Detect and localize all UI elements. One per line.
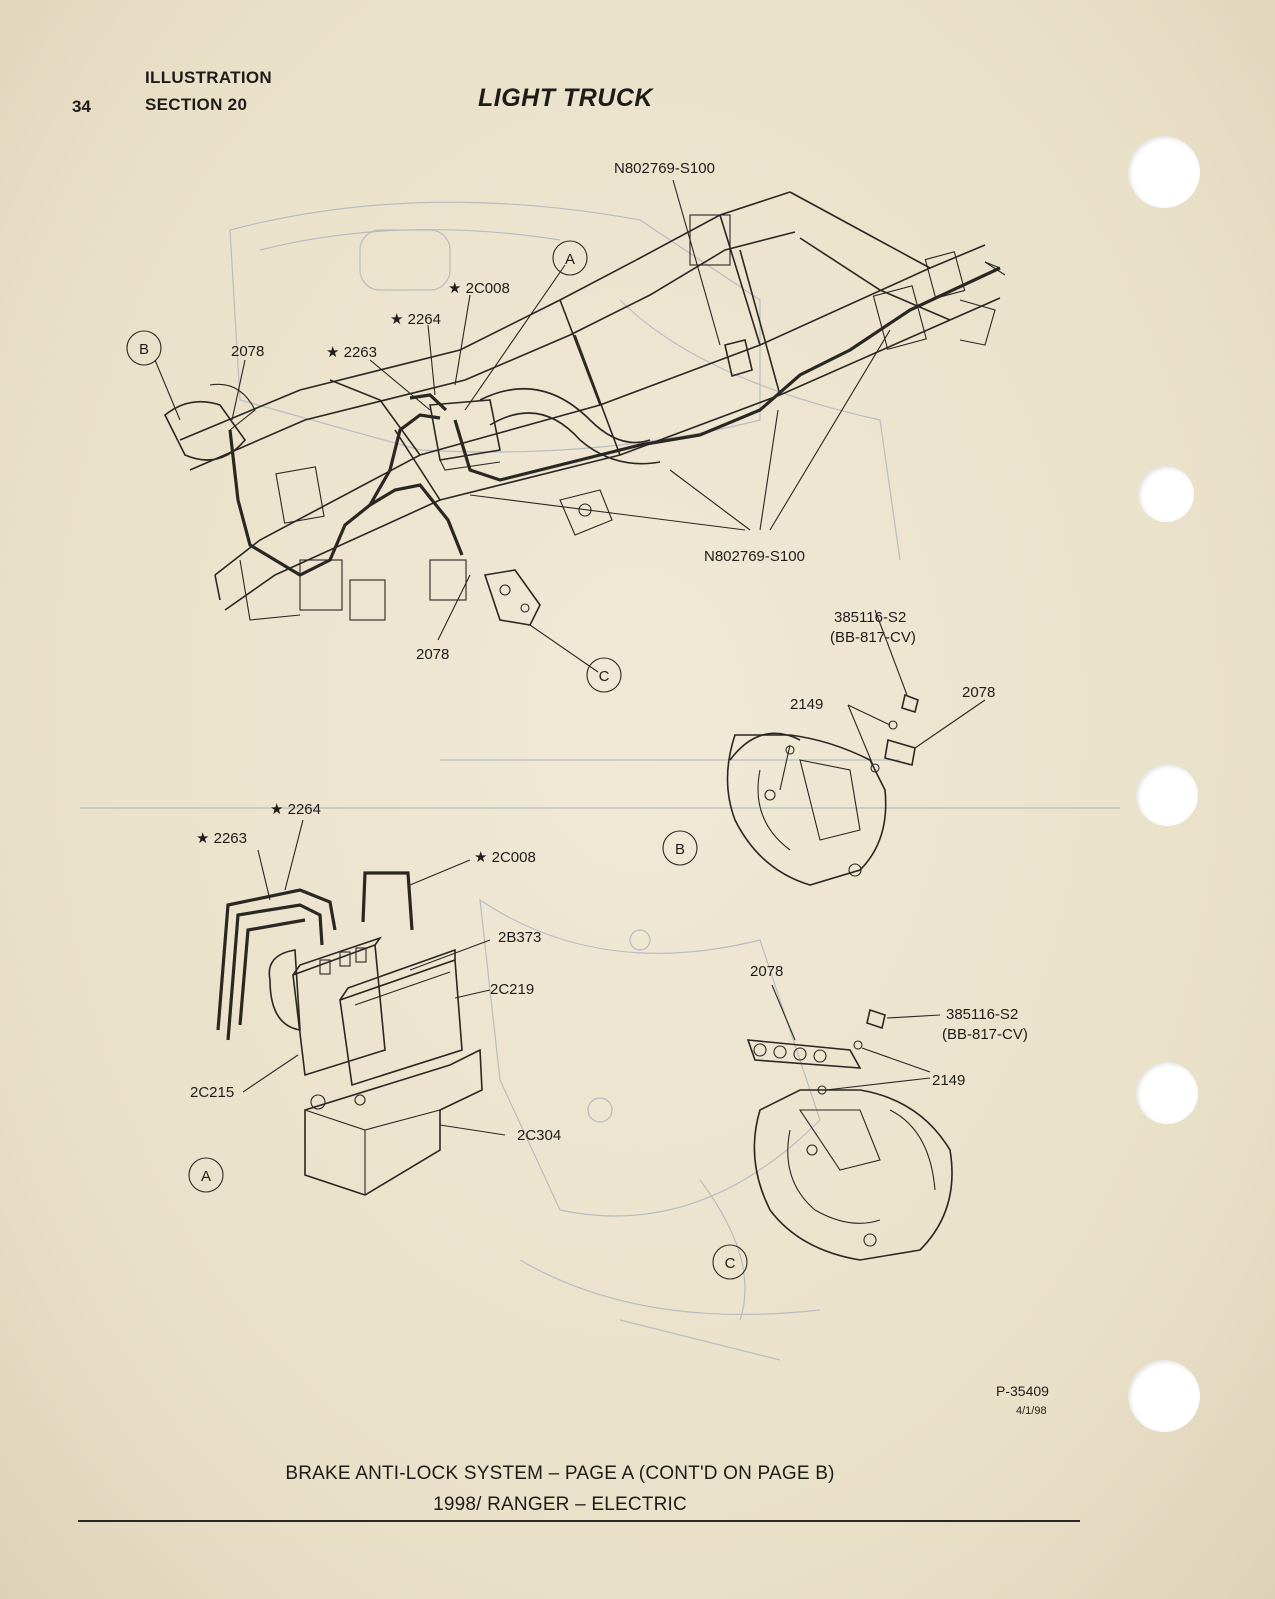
part-label-2264: ★ 2264: [390, 311, 441, 328]
part-label-2c008: ★ 2C008: [474, 849, 536, 866]
part-label-n802769-top: N802769-S100: [614, 160, 715, 177]
binder-hole: [1136, 1062, 1198, 1124]
binder-hole: [1136, 764, 1198, 826]
binder-hole: [1128, 1360, 1200, 1432]
figure-date: 4/1/98: [1016, 1405, 1047, 1417]
callout-c-detail: C: [712, 1244, 748, 1280]
callout-a-top: A: [552, 240, 588, 276]
part-label-2263: ★ 2263: [196, 830, 247, 847]
detail-c-caliper: [746, 984, 953, 1261]
page-title: LIGHT TRUCK: [478, 84, 653, 112]
callout-b-detail: B: [662, 830, 698, 866]
part-label-385116-s2: 385116-S2: [834, 609, 906, 626]
part-label-2264: ★ 2264: [270, 801, 321, 818]
part-label-2c008: ★ 2C008: [448, 280, 510, 297]
part-label-2b373: 2B373: [498, 929, 541, 946]
part-label-2078-left: 2078: [231, 343, 264, 360]
binder-hole: [1128, 136, 1200, 208]
brake-lines: [228, 261, 1006, 577]
part-label-bb-817-cv: (BB-817-CV): [830, 629, 916, 646]
detail-b-caliper: [726, 609, 986, 886]
frame-assembly: [163, 191, 1001, 626]
figure-reference: P-35409: [996, 1383, 1049, 1399]
part-label-2c219: 2C219: [490, 981, 534, 998]
part-label-2078-bottom: 2078: [416, 646, 449, 663]
caption-line-2: 1998/ RANGER – ELECTRIC: [433, 1494, 687, 1515]
callout-letter: A: [201, 1168, 211, 1185]
section-number: SECTION 20: [145, 95, 248, 114]
callout-b-top: B: [126, 330, 162, 366]
callout-c-top: C: [586, 657, 622, 693]
page-number: 34: [72, 97, 91, 116]
part-label-n802769-bottom: N802769-S100: [704, 548, 805, 565]
callout-letter: B: [675, 841, 685, 858]
top-leader-lines: [154, 179, 891, 673]
footer-rule: [78, 1520, 1080, 1522]
part-label-2078: 2078: [962, 684, 995, 701]
callout-a-detail: A: [188, 1157, 224, 1193]
part-label-2c215: 2C215: [190, 1084, 234, 1101]
callout-letter: B: [139, 341, 149, 358]
part-label-2149: 2149: [790, 696, 823, 713]
part-label-385116-s2: 385116-S2: [946, 1006, 1018, 1023]
part-label-2149: 2149: [932, 1072, 965, 1089]
callout-letter: C: [599, 668, 610, 685]
callout-letter: A: [565, 251, 575, 268]
part-label-2078: 2078: [750, 963, 783, 980]
caption-line-1: BRAKE ANTI-LOCK SYSTEM – PAGE A (CONT'D …: [285, 1463, 835, 1484]
bleed-through-art: [80, 201, 1120, 1361]
part-label-2263: ★ 2263: [326, 344, 377, 361]
section-label: ILLUSTRATION: [145, 68, 272, 87]
part-label-bb-817-cv: (BB-817-CV): [942, 1026, 1028, 1043]
callout-letter: C: [725, 1255, 736, 1272]
part-label-2c304: 2C304: [517, 1127, 561, 1144]
detail-a-abs-module: [216, 819, 506, 1196]
binder-hole: [1138, 466, 1194, 522]
